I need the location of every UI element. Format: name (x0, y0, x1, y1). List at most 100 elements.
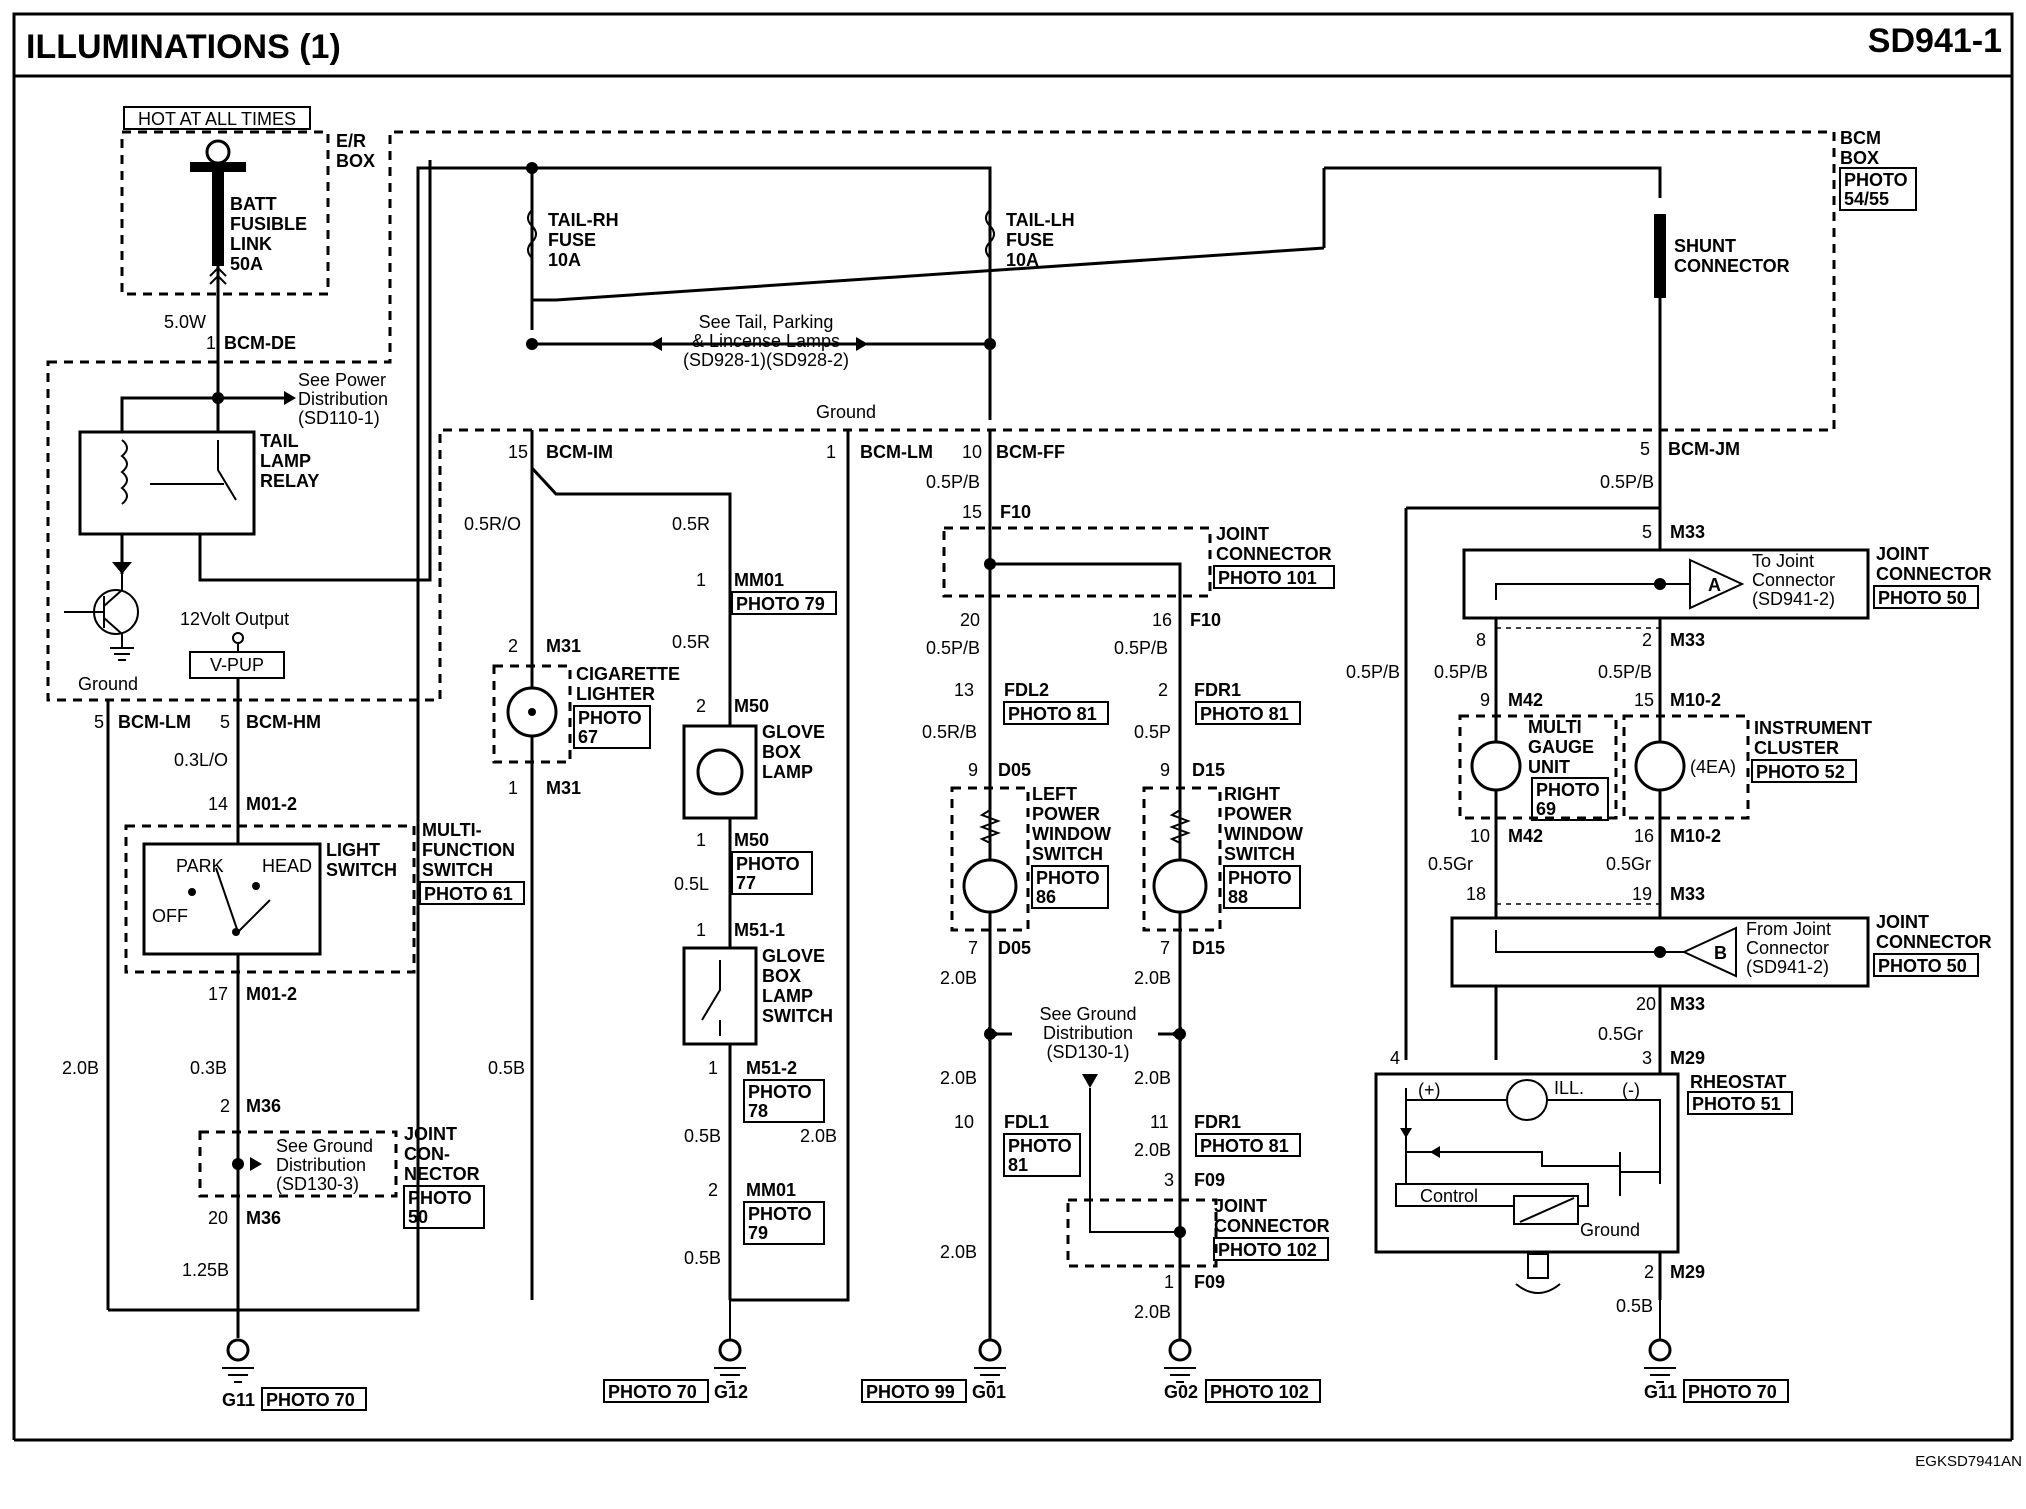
joint-connector-101-box (942, 526, 1212, 598)
see-tail-2: & Lincense Lamps (692, 331, 840, 351)
cig-photo-1: PHOTO (578, 708, 642, 728)
jc-l-3: NECTOR (404, 1164, 480, 1184)
er-box-label-2: BOX (336, 151, 375, 171)
d05-bot-pin: 7 (968, 938, 978, 958)
w-05r2: 0.5R (672, 632, 710, 652)
tri-a: A (1708, 575, 1721, 595)
pin4: 4 (1390, 1048, 1400, 1068)
right-photo-2: 88 (1228, 887, 1248, 907)
see-ground-d-3: (SD130-1) (1046, 1042, 1129, 1062)
light-switch-1: LIGHT (326, 840, 380, 860)
joint-b-photo: PHOTO 50 (1878, 956, 1967, 976)
mm01-bot: MM01 (746, 1180, 796, 1200)
pin20-r: 20 (1636, 994, 1656, 1014)
see-power-3: (SD110-1) (298, 408, 380, 428)
m012-top: M01-2 (246, 794, 297, 814)
mg-3: UNIT (1528, 757, 1570, 777)
volt-output: 12Volt Output (180, 609, 289, 629)
mg-photo-2: 69 (1536, 799, 1556, 819)
m50-top: M50 (734, 696, 769, 716)
mf-photo: PHOTO 61 (424, 884, 513, 904)
switch-park: PARK (176, 856, 224, 876)
pin18: 18 (1466, 884, 1486, 904)
joint-a-1: JOINT (1876, 544, 1929, 564)
fusible-link-icon (212, 172, 224, 266)
w-20b-d: 2.0B (1134, 1068, 1171, 1088)
m36-bot: M36 (246, 1208, 281, 1228)
glove-sw-1: GLOVE (762, 946, 825, 966)
m102-top: M10-2 (1670, 690, 1721, 710)
f09-top-pin: 3 (1164, 1170, 1174, 1190)
see-ground-d-1: See Ground (1039, 1004, 1136, 1024)
cluster-photo: PHOTO 52 (1756, 762, 1845, 782)
right-pws-box (1142, 786, 1222, 932)
see-power-2: Distribution (298, 389, 388, 409)
mf-1: MULTI- (422, 820, 482, 840)
ground-g11-right-icon (1648, 1338, 1672, 1362)
f09-bot-pin: 1 (1164, 1272, 1174, 1292)
see-power-1: See Power (298, 370, 386, 390)
joint-connector-left-box (198, 1130, 398, 1198)
bcm-lm-pin: 1 (826, 442, 836, 462)
m33-pin: 5 (1642, 522, 1652, 542)
w-05b2: 0.5B (684, 1126, 721, 1146)
relay-3: RELAY (260, 471, 319, 491)
w-20b-a: 2.0B (940, 968, 977, 988)
rheostat: RHEOSTAT (1690, 1072, 1786, 1092)
to-joint-1: To Joint (1752, 551, 1814, 571)
bcm-hm-pin: 5 (220, 712, 230, 732)
four-ea: (4EA) (1690, 757, 1736, 777)
batt-label-1: BATT (230, 194, 277, 214)
joint-a-2: CONNECTOR (1876, 564, 1992, 584)
bcm-de-pin: 1 (206, 333, 216, 353)
fdr1b: FDR1 (1194, 1112, 1241, 1132)
bcm-im-pin: 15 (508, 442, 528, 462)
mg-1: MULTI (1528, 717, 1582, 737)
fdl1-photo-2: 81 (1008, 1155, 1028, 1175)
mg-2: GAUGE (1528, 737, 1594, 757)
m50-photo-1: PHOTO (736, 854, 800, 874)
m512: M51-2 (746, 1058, 797, 1078)
m29: M29 (1670, 1048, 1705, 1068)
multi-function-switch-box (124, 824, 416, 974)
g11-r-photo: PHOTO 70 (1688, 1382, 1777, 1402)
m31-bot: M31 (546, 778, 581, 798)
d15-bot-pin: 7 (1160, 938, 1170, 958)
joint-101-photo: PHOTO 101 (1218, 568, 1317, 588)
fdl1: FDL1 (1004, 1112, 1049, 1132)
joint-102-2: CONNECTOR (1214, 1216, 1330, 1236)
joint-102-1: JOINT (1214, 1196, 1267, 1216)
w-05l: 0.5L (674, 874, 709, 894)
from-joint-2: Connector (1746, 938, 1829, 958)
pin16-door: 16 (1152, 610, 1172, 630)
right-pws-2: POWER (1224, 804, 1292, 824)
m42-top-pin: 9 (1480, 690, 1490, 710)
knob-icon (1527, 1253, 1549, 1279)
left-pws-2: POWER (1032, 804, 1100, 824)
batt-label-2: FUSIBLE (230, 214, 307, 234)
bcm-box (46, 130, 1836, 702)
w-05gr2: 0.5Gr (1606, 854, 1651, 874)
pin2: 2 (1642, 630, 1652, 650)
cig-1: CIGARETTE (576, 664, 680, 684)
f09-bot: F09 (1194, 1272, 1225, 1292)
bcm-lm2-pin: 5 (94, 712, 104, 732)
m33c: M33 (1670, 884, 1705, 904)
battery-bar-icon (190, 162, 246, 172)
pin8: 8 (1476, 630, 1486, 650)
relay-2: LAMP (260, 451, 311, 471)
mf-3: SWITCH (422, 860, 493, 880)
m31-top-pin: 2 (508, 636, 518, 656)
g02-photo: PHOTO 102 (1210, 1382, 1309, 1402)
g01: G01 (972, 1382, 1006, 1402)
gauge-lamp-icon (1470, 740, 1522, 792)
bcm-ff: BCM-FF (996, 442, 1065, 462)
arrow-icon (284, 391, 296, 405)
fdl2-pin: 13 (954, 680, 974, 700)
left-photo-1: PHOTO (1036, 868, 1100, 888)
m012-bot-pin: 17 (208, 984, 228, 1004)
fuse-lh-1: TAIL-LH (1006, 210, 1075, 230)
cig-photo-2: 67 (578, 727, 598, 747)
mm01-top-pin: 1 (696, 570, 706, 590)
g12: G12 (714, 1382, 748, 1402)
